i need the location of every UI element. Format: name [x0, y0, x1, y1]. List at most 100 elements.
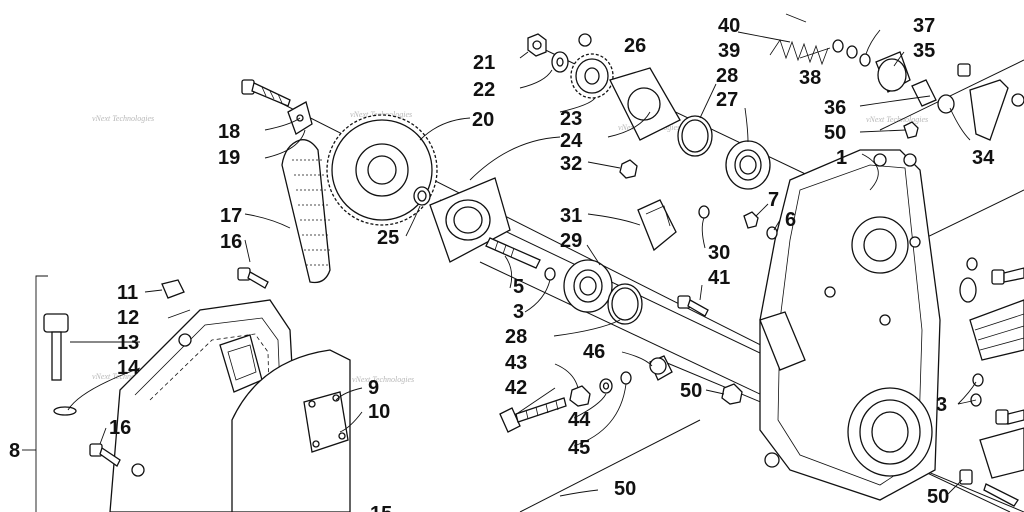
callout-15: 15 — [370, 503, 392, 512]
washer-44 — [599, 378, 613, 394]
callout-50-right: 50 — [927, 486, 949, 508]
nut-43 — [569, 385, 591, 407]
chain-17 — [281, 139, 331, 284]
o-ring-14 — [53, 406, 77, 416]
callout-50-lower: 50 — [614, 478, 636, 500]
callout-3-lower: 3 — [936, 394, 947, 416]
output-shaft — [969, 299, 1024, 479]
nut-32 — [619, 159, 638, 179]
gear-20 — [326, 114, 438, 226]
bearing-plate-upper — [609, 67, 681, 141]
washer-3 — [544, 267, 556, 281]
right-bolts — [959, 257, 1024, 507]
bolt-16-upper — [237, 267, 269, 289]
watermark: vNext Technologies — [92, 372, 154, 381]
leader-lines — [67, 29, 977, 497]
watermark: vNext Technologies — [866, 115, 928, 124]
callout-32: 32 — [560, 153, 582, 175]
callout-27: 27 — [716, 89, 738, 111]
callout-30: 30 — [708, 242, 730, 264]
washer-6 — [766, 226, 778, 240]
inspection-cover-9 — [231, 349, 351, 512]
callout-26: 26 — [624, 35, 646, 57]
callout-16-lower: 16 — [109, 417, 131, 439]
callout-25: 25 — [377, 227, 399, 249]
callout-19: 19 — [218, 147, 240, 169]
washers-38 — [832, 39, 871, 67]
callout-44: 44 — [568, 409, 591, 431]
callouts: 40 37 39 35 38 21 26 22 28 27 36 50 34 1… — [9, 15, 995, 512]
callout-12: 12 — [117, 307, 139, 329]
callout-23: 23 — [560, 108, 582, 130]
callout-9: 9 — [368, 377, 379, 399]
callout-38: 38 — [799, 67, 821, 89]
bearing-plate-24 — [429, 177, 511, 263]
bracket-line-8 — [22, 275, 48, 512]
callout-45: 45 — [568, 437, 590, 459]
spring-39 — [769, 13, 829, 66]
o-ring-28 — [677, 115, 713, 157]
nut-7 — [743, 211, 759, 229]
callout-46: 46 — [583, 341, 605, 363]
callout-18: 18 — [218, 121, 240, 143]
nut-21 — [527, 33, 547, 57]
callout-37: 37 — [913, 15, 935, 37]
callout-39: 39 — [718, 40, 740, 62]
callout-10: 10 — [368, 401, 390, 423]
callout-20: 20 — [472, 109, 494, 131]
callout-43: 43 — [505, 352, 527, 374]
callout-40: 40 — [718, 15, 740, 37]
callout-14: 14 — [117, 357, 140, 379]
bearing-27 — [725, 140, 771, 190]
callout-21: 21 — [473, 52, 495, 74]
callout-3-upper: 3 — [513, 301, 524, 323]
watermark: vNext Technologies — [92, 114, 154, 123]
callout-42: 42 — [505, 377, 527, 399]
callout-41: 41 — [708, 267, 730, 289]
plug-46 — [649, 355, 673, 381]
washer-26 — [578, 33, 592, 47]
callout-31: 31 — [560, 205, 582, 227]
callout-16-upper: 16 — [220, 231, 242, 253]
callout-28-lower: 28 — [505, 326, 527, 348]
o-ring-28-lower — [607, 283, 643, 325]
nut-50-middle — [721, 383, 743, 405]
bearing-29 — [563, 259, 613, 313]
bracket-31 — [637, 199, 677, 252]
sprocket-23 — [570, 53, 614, 99]
bolt-18 — [241, 79, 291, 107]
plug-11 — [161, 279, 185, 299]
callout-17: 17 — [220, 205, 242, 227]
callout-28-upper: 28 — [716, 65, 738, 87]
callout-34: 34 — [972, 147, 995, 169]
watermark: vNext Technologies — [352, 375, 414, 384]
washer-25 — [413, 186, 431, 206]
callout-1: 1 — [836, 147, 847, 169]
callout-8: 8 — [9, 440, 20, 462]
callout-50-middle: 50 — [680, 380, 702, 402]
callout-13: 13 — [117, 332, 139, 354]
washer-45 — [620, 371, 632, 385]
gear-case-1 — [759, 149, 941, 501]
roller-35 — [875, 51, 911, 93]
callout-7: 7 — [768, 189, 779, 211]
bolt-41 — [677, 295, 709, 317]
callout-29: 29 — [560, 230, 582, 252]
callout-5: 5 — [513, 276, 524, 298]
bolt-42 — [499, 397, 567, 433]
callout-22: 22 — [473, 79, 495, 101]
callout-36: 36 — [824, 97, 846, 119]
tensioner-arm-34 — [957, 63, 1024, 141]
bolt-16-lower — [89, 443, 121, 467]
washer-22 — [551, 51, 569, 73]
spacer-36 — [911, 79, 955, 114]
callout-6: 6 — [785, 209, 796, 231]
washer-30 — [698, 205, 710, 219]
stud-5 — [485, 237, 541, 269]
callout-35: 35 — [913, 40, 935, 62]
dipstick-13 — [43, 313, 69, 381]
nut-50-upper — [903, 121, 919, 139]
callout-11: 11 — [117, 282, 138, 304]
